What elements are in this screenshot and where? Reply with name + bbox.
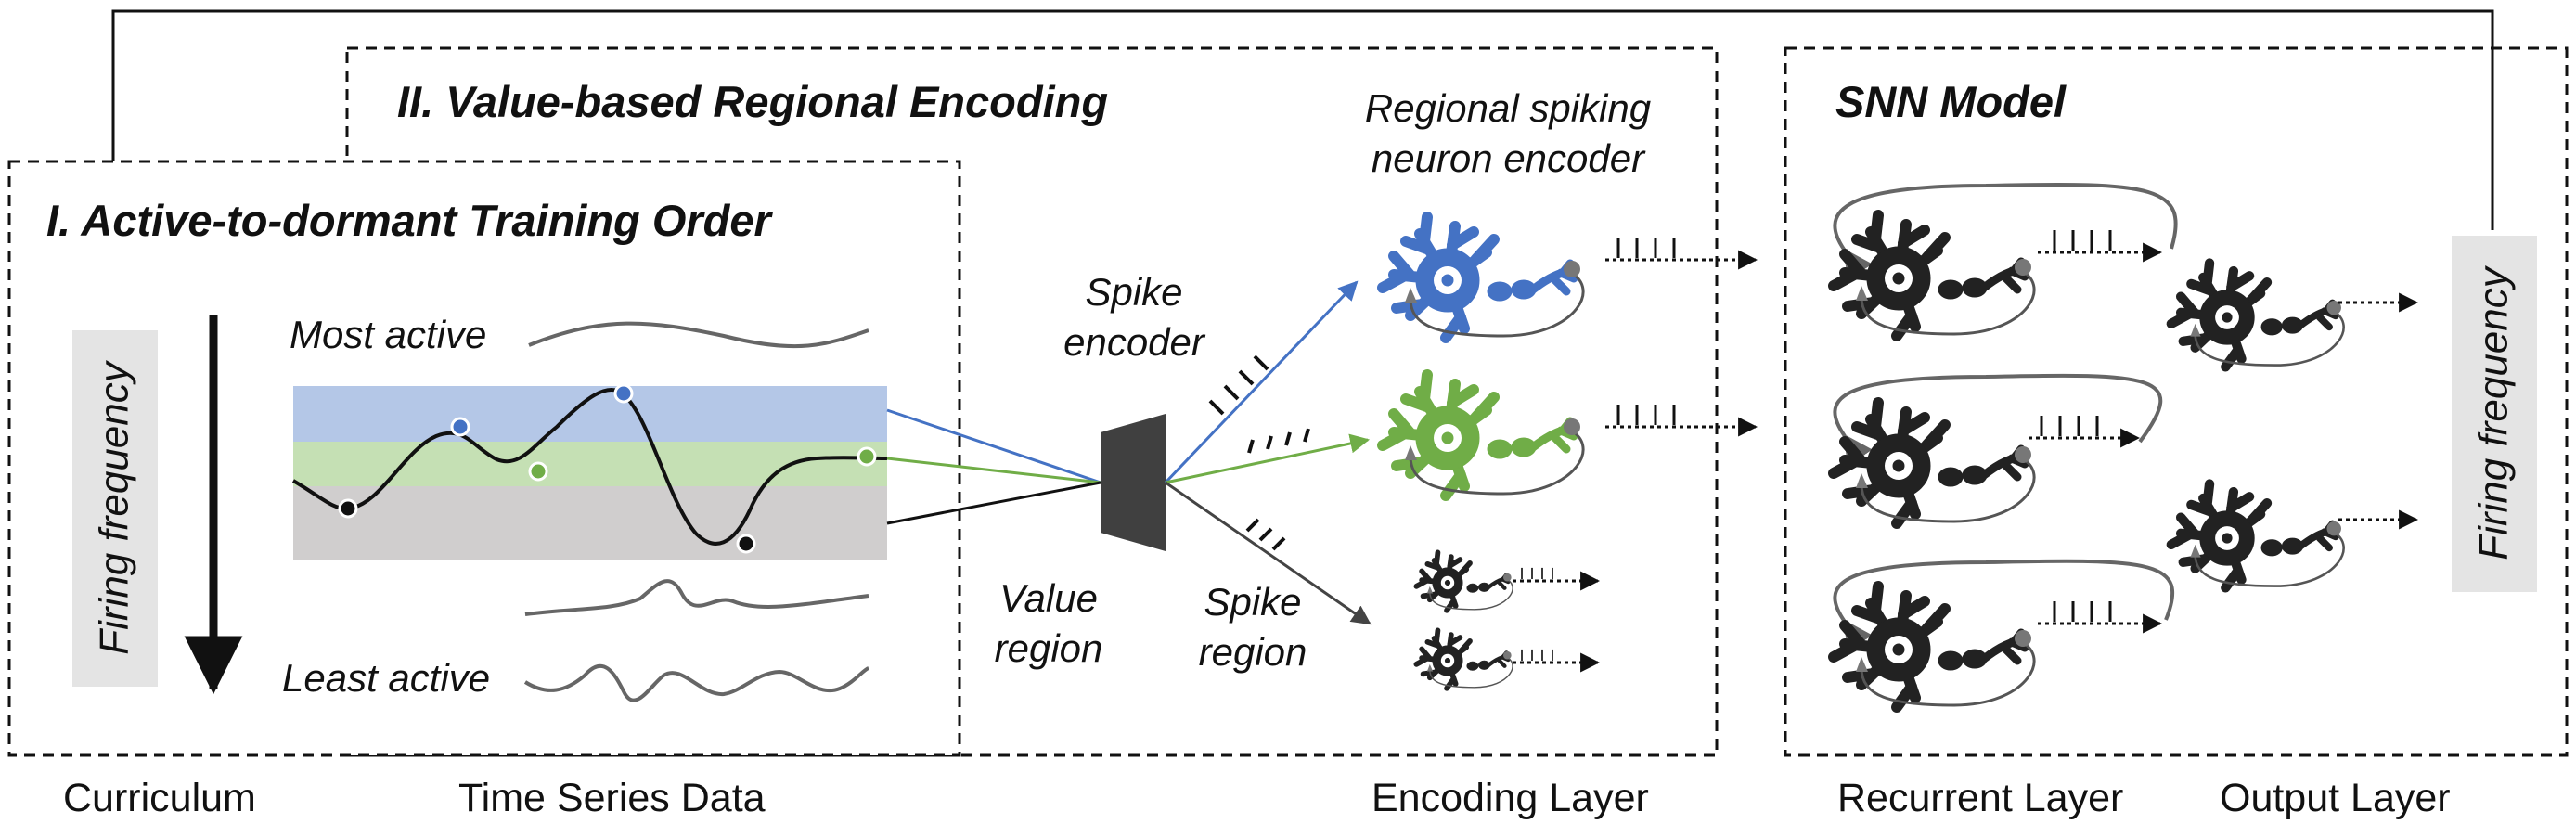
- recurrent-neuron-icon-2: [1834, 403, 2034, 523]
- spike-train-icon: [2053, 228, 2112, 252]
- output-layer-label: Output Layer: [2220, 776, 2451, 820]
- sample-point-blue-2: [613, 383, 634, 404]
- firing-frequency-panel-right: Firing frequency: [2452, 236, 2537, 592]
- firing-frequency-left-label: Firing frequency: [92, 362, 138, 655]
- green-spike-arrow: [1165, 433, 1371, 484]
- spike-train-icon: [2053, 599, 2112, 624]
- encoder-spike-marks: [1208, 354, 1310, 551]
- green-encoder-neuron-icon: [1383, 375, 1583, 496]
- dark-spike-arrow: [1165, 481, 1372, 625]
- most-active-wave: [528, 321, 869, 349]
- firing-frequency-panel-left: Firing frequency: [72, 330, 158, 687]
- value-region-label-line2: region: [994, 626, 1103, 670]
- recurrent-neuron-icon-3: [1834, 586, 2034, 707]
- sample-point-gray-1: [338, 498, 358, 519]
- sample-point-gray-2: [736, 534, 756, 554]
- value-region-label: Value region: [965, 573, 1132, 674]
- regional-encoder-label-line1: Regional spiking: [1364, 86, 1652, 130]
- encoding-section-title: II. Value-based Regional Encoding: [397, 77, 1109, 126]
- green-value-region: [293, 442, 887, 486]
- firing-frequency-right-label: Firing frequency: [2471, 267, 2518, 560]
- blue-encoder-neuron-icon: [1383, 217, 1583, 338]
- snn-section-title: SNN Model: [1835, 77, 2067, 126]
- spike-encoder-label: Spike encoder: [1050, 267, 1217, 367]
- spike-region-label-line1: Spike: [1204, 580, 1302, 624]
- recurrent-loops: [1833, 182, 2178, 652]
- spike-region-label-line2: region: [1198, 630, 1307, 674]
- time-series-curve: [291, 388, 888, 546]
- output-neuron-icon-1: [2171, 264, 2344, 367]
- medium-wave: [524, 579, 869, 616]
- value-region-bands: [293, 386, 887, 560]
- encoding-layer-label: Encoding Layer: [1372, 776, 1649, 820]
- blue-spike-arrow: [1164, 280, 1359, 484]
- recurrent-neuron-icon-1: [1834, 215, 2034, 336]
- least-active-wave: [523, 663, 869, 702]
- recurrent-layer-label: Recurrent Layer: [1837, 776, 2124, 820]
- spike-encoder-label-line1: Spike: [1085, 270, 1183, 314]
- encoder-trapezoid-icon: [1101, 414, 1166, 551]
- output-neuron-icon-2: [2171, 484, 2344, 588]
- blue-region-line: [886, 408, 1101, 484]
- blue-value-region: [293, 386, 887, 442]
- green-region-line: [886, 457, 1101, 484]
- small-encoder-neuron-icon-2: [1416, 630, 1513, 688]
- spike-train-icon: [1616, 403, 1676, 427]
- snn-section-box: [1784, 46, 2569, 757]
- spike-region-label: Spike region: [1169, 577, 1336, 677]
- curriculum-label: Curriculum: [63, 776, 256, 820]
- value-region-label-line1: Value: [999, 576, 1098, 620]
- sample-point-green-2: [857, 446, 877, 467]
- spike-train-icon: [1521, 649, 1553, 662]
- spike-train-icon: [1616, 236, 1676, 260]
- regional-encoder-label-line2: neuron encoder: [1371, 136, 1645, 180]
- most-active-label: Most active: [290, 313, 487, 356]
- sample-points: [338, 383, 877, 554]
- spike-train-icon: [2040, 414, 2099, 438]
- sample-point-green-1: [528, 461, 548, 482]
- least-active-label: Least active: [282, 656, 491, 700]
- small-encoder-neuron-icon-1: [1416, 552, 1513, 610]
- gray-value-region: [293, 486, 887, 560]
- spike-train-icon: [1521, 567, 1553, 580]
- gray-region-line: [886, 481, 1101, 525]
- spike-encoder-label-line2: encoder: [1063, 320, 1204, 364]
- training-order-section-title: I. Active-to-dormant Training Order: [46, 196, 771, 245]
- sample-point-blue-1: [450, 417, 470, 437]
- time-series-data-label: Time Series Data: [458, 776, 766, 820]
- regional-encoder-label: Regional spiking neuron encoder: [1336, 84, 1680, 184]
